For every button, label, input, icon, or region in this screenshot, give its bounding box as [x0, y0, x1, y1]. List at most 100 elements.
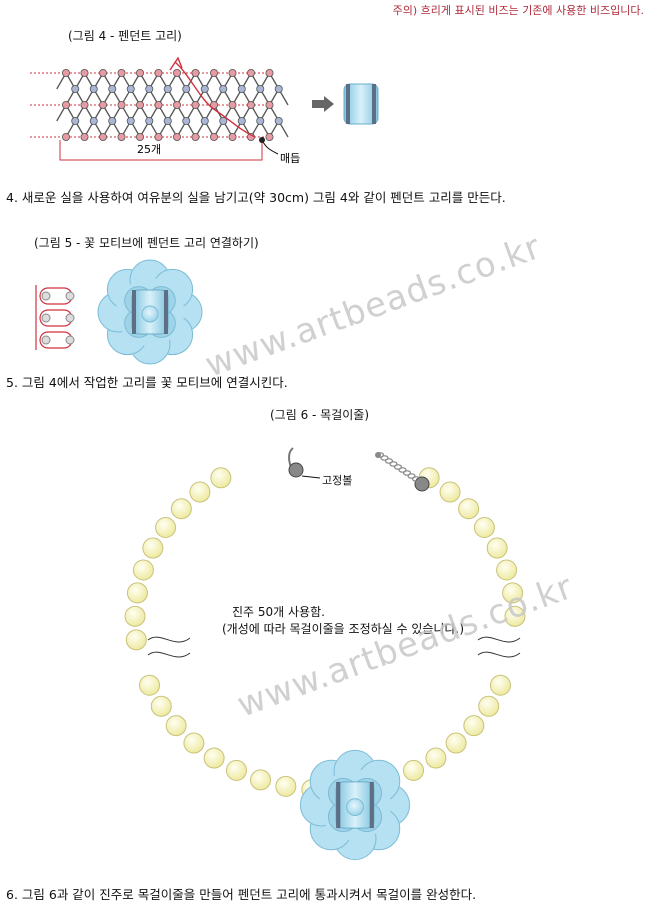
seed-bead: [172, 69, 181, 78]
seed-bead: [200, 117, 209, 126]
seed-bead: [219, 85, 228, 94]
seed-bead: [200, 85, 209, 94]
figure6-title: (그림 6 - 목걸이줄): [270, 408, 370, 422]
pearl: [458, 498, 480, 520]
figure5-diagram: [35, 259, 203, 365]
seed-bead: [274, 85, 283, 94]
seed-bead: [145, 85, 154, 94]
pearl: [275, 775, 297, 797]
step6-text: 6. 그림 6과 같이 진주로 목걸이줄을 만들어 펜던트 고리에 통과시켜서 …: [6, 887, 477, 902]
seed-bead: [265, 101, 274, 110]
pearl: [403, 759, 425, 781]
seed-bead: [80, 101, 89, 110]
pearl: [225, 759, 247, 781]
pearl: [445, 732, 467, 754]
pearl: [124, 605, 146, 627]
seed-bead: [154, 101, 163, 110]
seed-bead: [117, 132, 126, 141]
seed-bead: [80, 69, 89, 78]
seed-bead: [126, 117, 135, 126]
seed-bead: [62, 69, 71, 78]
pearl: [139, 674, 161, 696]
seed-bead: [163, 85, 172, 94]
pearl: [473, 516, 495, 538]
pearl: [425, 747, 447, 769]
pearl: [250, 769, 272, 791]
seed-bead: [219, 117, 228, 126]
pearl: [478, 695, 500, 717]
seed-bead: [145, 117, 154, 126]
pearl: [132, 559, 154, 581]
seed-bead: [108, 85, 117, 94]
pearl-count-text: 진주 50개 사용함.: [232, 605, 325, 619]
seed-bead: [256, 117, 265, 126]
seed-bead: [209, 69, 218, 78]
seed-bead: [274, 117, 283, 126]
count-label: 25개: [137, 143, 161, 156]
pearl-note-text: (개성에 따라 목걸이줄을 조정하실 수 있습니다.): [222, 622, 465, 636]
seed-bead: [265, 132, 274, 141]
seed-bead: [191, 101, 200, 110]
pearl: [486, 537, 508, 559]
pearl: [142, 537, 164, 559]
clasp-label: 고정볼: [322, 474, 353, 487]
seed-bead: [163, 117, 172, 126]
seed-bead: [117, 101, 126, 110]
seed-bead: [135, 101, 144, 110]
seed-bead: [62, 132, 71, 141]
seed-bead: [182, 85, 191, 94]
necklace-diagram: [124, 447, 526, 861]
arrow-icon: [312, 96, 334, 112]
figure4-beadwork: [30, 56, 289, 161]
pearl: [489, 674, 511, 696]
pearl: [504, 605, 526, 627]
seed-bead: [265, 69, 274, 78]
seed-bead: [246, 69, 255, 78]
seed-bead: [71, 85, 80, 94]
pearl: [496, 559, 518, 581]
seed-bead: [62, 101, 71, 110]
note-text: 주의) 흐리게 표시된 비즈는 기존에 사용한 비즈입니다.: [392, 4, 644, 17]
pearl: [189, 481, 211, 503]
seed-bead: [80, 132, 89, 141]
pearl: [125, 629, 147, 651]
seed-bead: [191, 69, 200, 78]
seed-bead: [99, 101, 108, 110]
seed-bead: [228, 132, 237, 141]
pearl: [210, 467, 232, 489]
seed-bead: [256, 85, 265, 94]
seed-bead: [246, 101, 255, 110]
pearl: [126, 582, 148, 604]
pearl: [502, 582, 524, 604]
seed-bead: [228, 69, 237, 78]
seed-bead: [99, 69, 108, 78]
seed-bead: [135, 132, 144, 141]
step4-text: 4. 새로운 실을 사용하여 여유분의 실을 남기고(약 30cm) 그림 4와…: [6, 190, 506, 205]
seed-bead: [71, 117, 80, 126]
seed-bead: [117, 69, 126, 78]
pendant-tube-icon: [343, 83, 379, 125]
figure4-title: (그림 4 - 펜던트 고리): [68, 29, 182, 43]
seed-bead: [191, 132, 200, 141]
seed-bead: [228, 101, 237, 110]
seed-bead: [135, 69, 144, 78]
seed-bead: [154, 69, 163, 78]
pearl: [150, 695, 172, 717]
seed-bead: [172, 101, 181, 110]
pearl: [155, 516, 177, 538]
pearl: [183, 732, 205, 754]
seed-bead: [108, 117, 117, 126]
seed-bead: [182, 117, 191, 126]
seed-bead: [126, 85, 135, 94]
seed-bead: [237, 85, 246, 94]
figure5-title: (그림 5 - 꽃 모티브에 펜던트 고리 연결하기): [34, 236, 259, 250]
seed-bead: [237, 117, 246, 126]
pearl: [170, 498, 192, 520]
seed-bead: [99, 132, 108, 141]
seed-bead: [154, 132, 163, 141]
knot-label: 매듭: [280, 152, 300, 165]
seed-bead: [209, 132, 218, 141]
step5-text: 5. 그림 4에서 작업한 고리를 꽃 모티브에 연결시킨다.: [6, 375, 288, 390]
pearl: [165, 715, 187, 737]
